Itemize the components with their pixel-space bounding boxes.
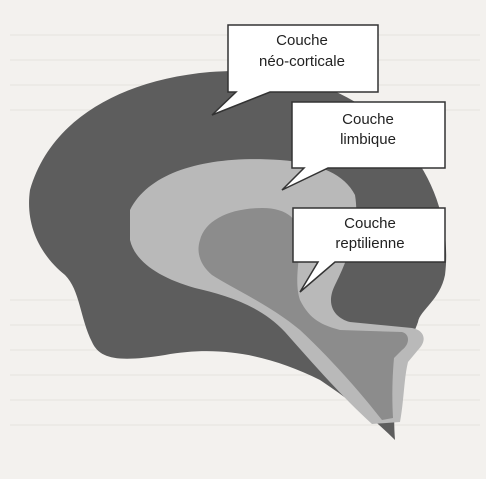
callout-neocortical-line2: néo-corticale (259, 53, 345, 70)
callout-reptilian-line2: reptilienne (335, 235, 404, 252)
callout-reptilian-line1: Couche (344, 215, 396, 232)
callout-neocortical-line1: Couche (276, 32, 328, 49)
callout-limbic-line2: limbique (340, 131, 396, 148)
callout-limbic-line1: Couche (342, 111, 394, 128)
